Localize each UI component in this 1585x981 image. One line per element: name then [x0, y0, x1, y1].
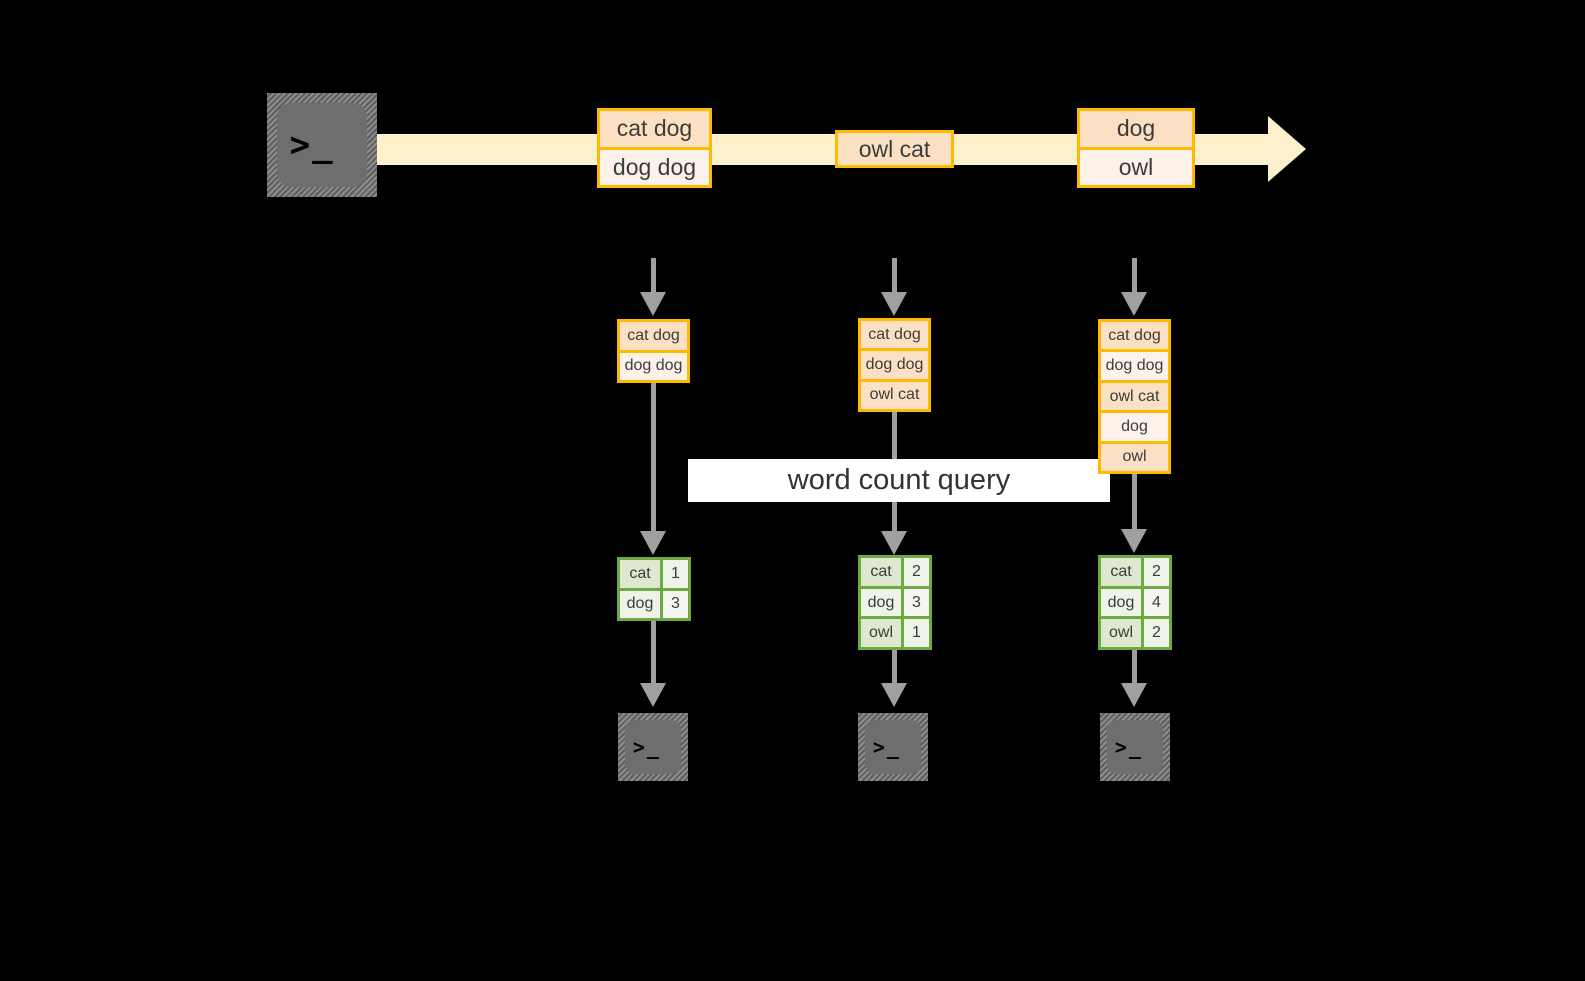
result-word: owl	[1101, 619, 1144, 648]
snapshot-2-consumer-terminal-icon[interactable]: >_	[858, 713, 928, 781]
snapshot-record: cat dog	[620, 322, 687, 350]
stream-record-group-3[interactable]: dog owl	[1077, 108, 1195, 188]
snapshot-1-output-arrow-shaft	[651, 621, 656, 685]
snapshot-3-result-table[interactable]: cat 2 dog 4 owl 2	[1098, 555, 1172, 650]
producer-terminal-icon[interactable]: >_	[267, 93, 377, 197]
stream-record: owl cat	[838, 133, 951, 165]
table-row: cat 2	[861, 558, 929, 586]
snapshot-2-output-arrowhead	[881, 683, 907, 707]
terminal-screen: >_	[625, 720, 681, 774]
snapshot-record: owl cat	[861, 378, 928, 409]
terminal-screen: >_	[277, 103, 367, 187]
terminal-prompt-glyph: >_	[632, 735, 661, 759]
snapshot-2-records[interactable]: cat dog dog dog owl cat	[858, 318, 931, 412]
result-count: 3	[663, 590, 688, 618]
result-word: cat	[861, 558, 904, 586]
table-row: owl 1	[861, 616, 929, 648]
stream-record-group-2[interactable]: owl cat	[835, 130, 954, 168]
result-word: cat	[620, 560, 663, 588]
snapshot-1-result-table[interactable]: cat 1 dog 3	[617, 557, 691, 621]
snapshot-3-query-arrow-shaft	[1132, 474, 1137, 531]
snapshot-1-records[interactable]: cat dog dog dog	[617, 319, 690, 383]
result-count: 2	[1144, 619, 1169, 648]
snapshot-2-dashed-arrowhead	[881, 292, 907, 316]
query-banner: word count query	[688, 459, 1110, 502]
result-word: dog	[1101, 588, 1144, 617]
result-count: 2	[1144, 558, 1169, 586]
snapshot-3-query-arrowhead	[1121, 529, 1147, 553]
result-word: owl	[861, 619, 904, 648]
snapshot-2-query-arrowhead	[881, 531, 907, 555]
table-row: dog 3	[861, 585, 929, 617]
stream-arrowhead	[1268, 116, 1306, 182]
table-row: dog 4	[1101, 585, 1169, 617]
table-row: cat 1	[620, 560, 688, 588]
snapshot-record: owl cat	[1101, 379, 1168, 411]
table-row: cat 2	[1101, 558, 1169, 586]
terminal-prompt-glyph: >_	[872, 735, 901, 759]
table-row: dog 3	[620, 587, 688, 618]
snapshot-1-query-arrow-shaft	[651, 383, 656, 533]
snapshot-2-output-arrow-shaft	[892, 650, 897, 685]
stream-record: owl	[1080, 146, 1192, 185]
snapshot-record: owl	[1101, 440, 1168, 472]
stream-record: cat dog	[600, 111, 709, 147]
snapshot-2-result-table[interactable]: cat 2 dog 3 owl 1	[858, 555, 932, 650]
snapshot-1-query-arrowhead	[640, 531, 666, 555]
snapshot-record: dog	[1101, 410, 1168, 441]
snapshot-record: dog dog	[861, 348, 928, 379]
snapshot-3-dashed-arrowhead	[1121, 292, 1147, 316]
snapshot-record: dog dog	[620, 349, 687, 380]
snapshot-record: dog dog	[1101, 349, 1168, 380]
terminal-screen: >_	[865, 720, 921, 774]
terminal-prompt-glyph: >_	[1114, 735, 1143, 759]
snapshot-3-output-arrow-shaft	[1132, 650, 1137, 685]
snapshot-1-consumer-terminal-icon[interactable]: >_	[618, 713, 688, 781]
result-count: 1	[663, 560, 688, 588]
snapshot-1-output-arrowhead	[640, 683, 666, 707]
table-row: owl 2	[1101, 616, 1169, 648]
result-word: dog	[620, 590, 663, 618]
snapshot-3-output-arrowhead	[1121, 683, 1147, 707]
snapshot-3-records[interactable]: cat dog dog dog owl cat dog owl	[1098, 319, 1171, 474]
snapshot-2-dashed-connector	[892, 258, 897, 294]
terminal-prompt-glyph: >_	[289, 125, 335, 165]
snapshot-1-dashed-connector	[651, 258, 656, 294]
result-count: 4	[1144, 588, 1169, 617]
result-count: 2	[904, 558, 929, 586]
stream-record: dog dog	[600, 146, 709, 185]
snapshot-record: cat dog	[1101, 322, 1168, 350]
stream-record: dog	[1080, 111, 1192, 147]
query-banner-label: word count query	[787, 464, 1011, 496]
snapshot-3-dashed-connector	[1132, 258, 1137, 294]
terminal-screen: >_	[1107, 720, 1163, 774]
snapshot-1-dashed-arrowhead	[640, 292, 666, 316]
result-count: 1	[904, 619, 929, 648]
result-word: cat	[1101, 558, 1144, 586]
stream-record-group-1[interactable]: cat dog dog dog	[597, 108, 712, 188]
snapshot-3-consumer-terminal-icon[interactable]: >_	[1100, 713, 1170, 781]
result-word: dog	[861, 588, 904, 617]
snapshot-record: cat dog	[861, 321, 928, 349]
result-count: 3	[904, 588, 929, 617]
